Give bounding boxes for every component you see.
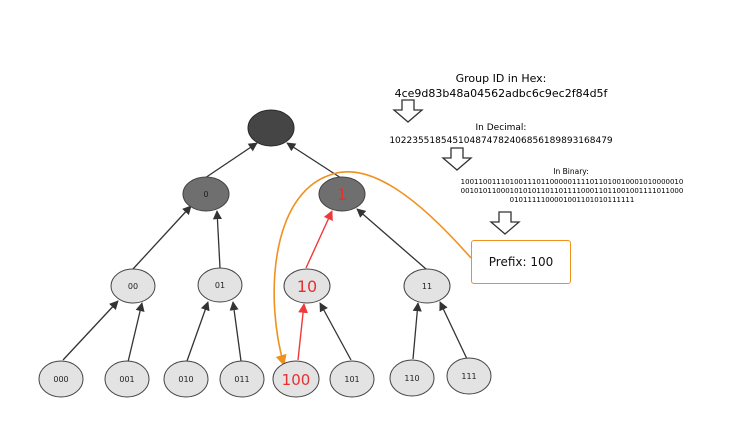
- binary-line-1: 1001100111010011101100000111101101001000…: [460, 178, 684, 186]
- node-01-label: 01: [215, 281, 225, 290]
- edge-0-root: [204, 142, 258, 179]
- edge-001-00: [127, 302, 145, 363]
- down-arrow-icon: [489, 211, 521, 235]
- edge-1-root: [286, 142, 342, 179]
- down-arrow-icon: [441, 147, 473, 171]
- node-01: [197, 267, 243, 303]
- decimal-value: 102235518545104874782406856189893168479: [389, 136, 613, 146]
- edge-00-0: [132, 205, 192, 270]
- edge-101-10: [319, 302, 352, 361]
- leaf-011-label: 011: [234, 375, 249, 384]
- edge-01-0: [212, 210, 222, 269]
- node-1: [318, 176, 366, 212]
- leaf-000-label: 000: [53, 375, 68, 384]
- leaf-101: [329, 360, 375, 398]
- conversion-arrows: [392, 99, 521, 235]
- leaf-111-label: 111: [461, 372, 476, 381]
- decimal-title: In Decimal:: [475, 123, 527, 133]
- leaf-100-label: 100: [282, 371, 311, 389]
- leaf-111: [446, 357, 492, 395]
- edge-100-10-highlight: [297, 303, 308, 361]
- binary-title: In Binary:: [553, 167, 589, 176]
- edge-010-01: [186, 301, 210, 362]
- prefix-box: Prefix: 100: [471, 240, 571, 284]
- node-1-label: 1: [337, 185, 347, 204]
- leaf-100: [272, 360, 320, 398]
- binary-line-3: 0101111100001001101010111111: [509, 196, 635, 204]
- leaf-010-label: 010: [178, 375, 193, 384]
- node-11-label: 11: [422, 282, 432, 291]
- leaf-011: [219, 360, 265, 398]
- binary-line-2: 0010101100010101011011011110001101100100…: [460, 187, 684, 195]
- edge-110-11: [412, 302, 422, 360]
- edge-000-00: [62, 300, 119, 361]
- leaf-110: [389, 359, 435, 397]
- hex-title: Group ID in Hex:: [455, 72, 547, 85]
- tree-edges: [62, 142, 468, 363]
- node-0: [182, 176, 230, 212]
- edge-111-11: [439, 301, 468, 360]
- edge-10-1-highlight: [305, 210, 333, 269]
- node-00: [110, 268, 156, 304]
- prefix-curve-arrow: [273, 171, 472, 367]
- leaf-010: [163, 360, 209, 398]
- hex-value: 4ce9d83b48a04562adbc6c9ec2f84d5f: [394, 87, 608, 100]
- edge-11-1: [356, 208, 427, 270]
- leaf-001: [104, 360, 150, 398]
- tree-nodes: 0 1 00 01 10 11 000 001 010 011 100 101 …: [38, 109, 492, 398]
- leaf-001-label: 001: [119, 375, 134, 384]
- binary-value: 1001100111010011101100000111101101001000…: [432, 178, 712, 205]
- node-00-label: 00: [128, 282, 138, 291]
- prefix-label: Prefix: 100: [488, 255, 554, 269]
- root-node: [247, 109, 295, 147]
- leaf-110-label: 110: [404, 374, 419, 383]
- node-11: [403, 268, 451, 304]
- down-arrow-icon: [392, 99, 424, 123]
- leaf-000: [38, 360, 84, 398]
- node-10: [283, 268, 331, 304]
- node-0-label: 0: [203, 190, 208, 199]
- edge-011-01: [229, 301, 242, 362]
- node-10-label: 10: [297, 277, 317, 296]
- leaf-101-label: 101: [344, 375, 359, 384]
- highlight-path-edges: [297, 210, 333, 361]
